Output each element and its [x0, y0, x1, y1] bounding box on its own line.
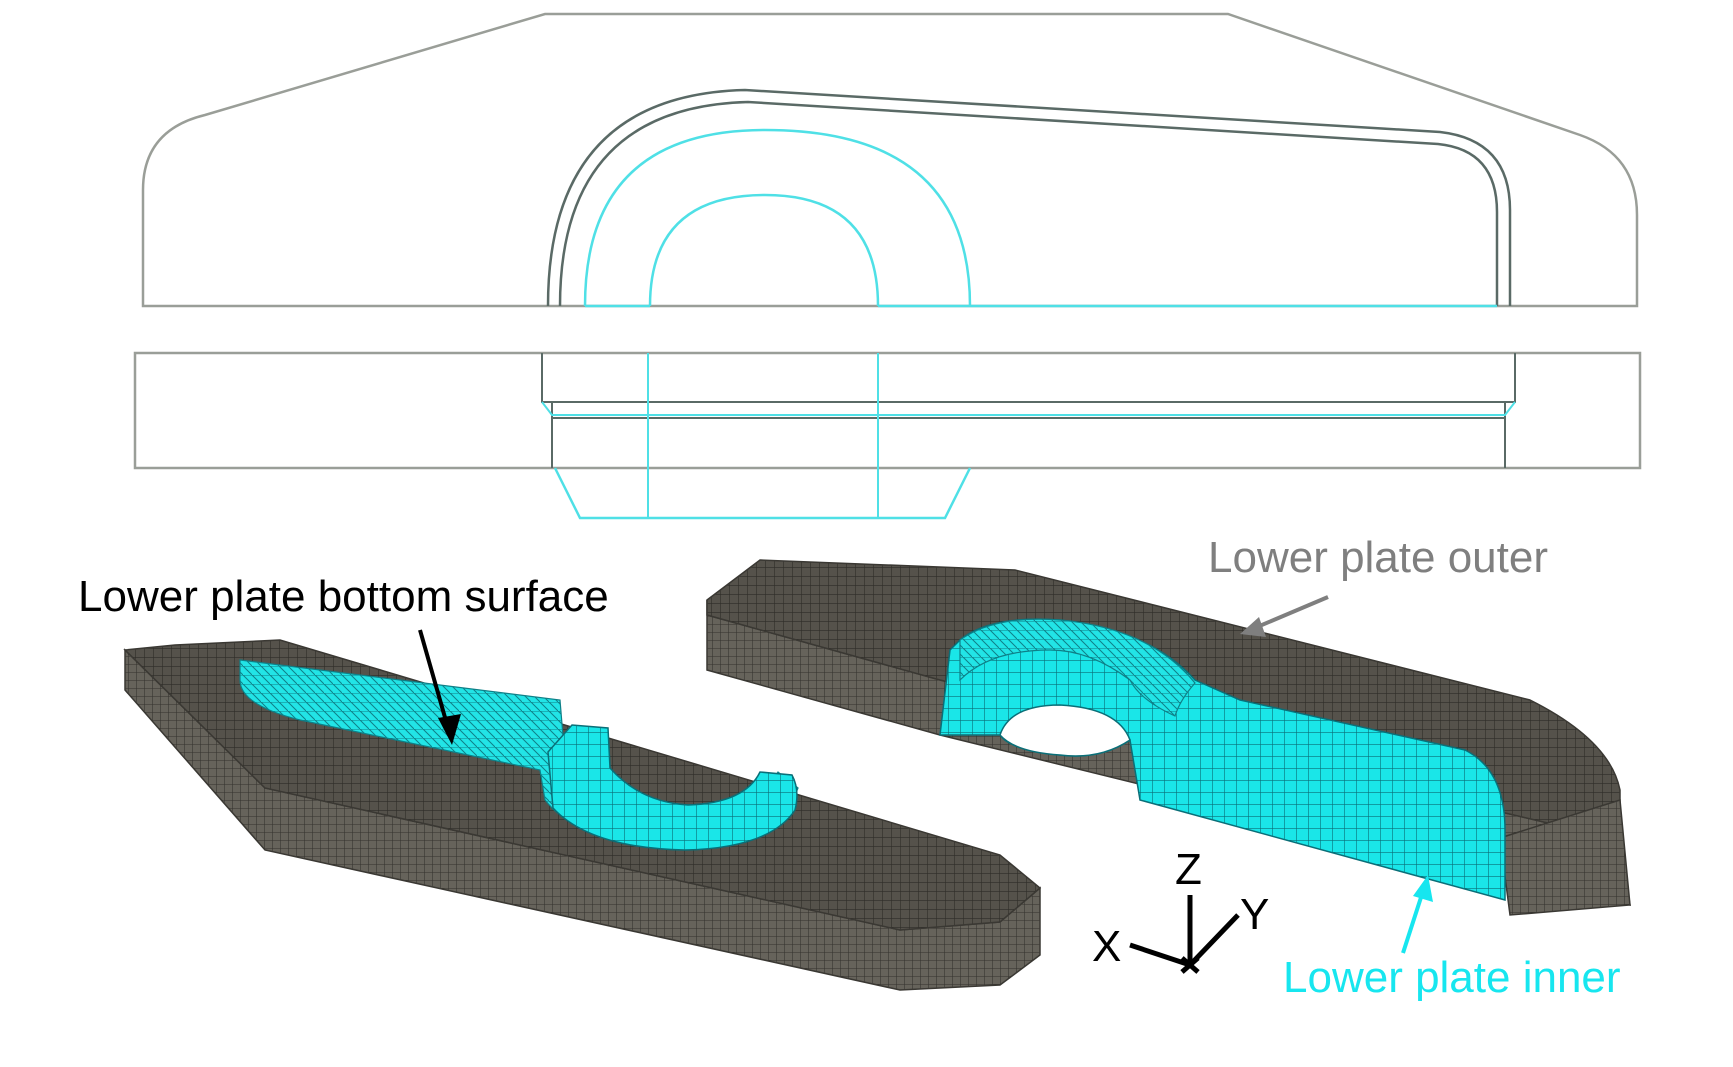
label-outer: Lower plate outer: [1208, 533, 1548, 582]
outer-arrow: [1249, 595, 1329, 632]
right-plate-end: [1499, 799, 1631, 916]
axis-label-x: X: [1092, 922, 1122, 971]
inner-dome-outline: [583, 128, 972, 307]
lower-protrusion: [553, 467, 972, 520]
left-mesh-plate: [123, 639, 1042, 991]
upper-plate-outline: [141, 12, 1639, 308]
right-plate-cyan-dome: [959, 618, 1196, 717]
label-bottom-surface: Lower plate bottom surface: [78, 572, 609, 621]
top-outline-drawing: [133, 12, 1642, 520]
x-axis-line: [1129, 942, 1191, 968]
lower-plate-outline: [133, 351, 1642, 470]
outer-dome-outline-1: [546, 88, 1512, 307]
lower-step: [541, 401, 1516, 416]
axis-label-y: Y: [1240, 890, 1270, 939]
axis-label-z: Z: [1175, 845, 1202, 894]
label-inner: Lower plate inner: [1283, 953, 1621, 1002]
inner-hole-outline: [648, 193, 880, 307]
annotation-arrows: [418, 595, 1433, 954]
left-plate-cyan-boss: [547, 724, 798, 851]
right-mesh-plate: [706, 559, 1631, 916]
right-plate-hole: [999, 704, 1131, 757]
outer-dome-outline-2: [558, 100, 1499, 307]
lower-inner-frame: [541, 353, 1516, 403]
axis-triad: [1129, 895, 1240, 974]
y-axis-line: [1188, 913, 1240, 967]
